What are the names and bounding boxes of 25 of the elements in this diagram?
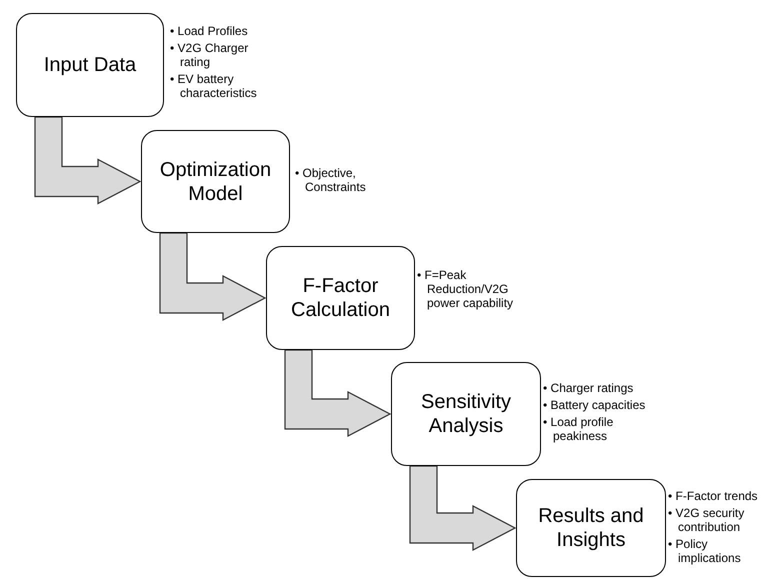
block-arrow (159, 232, 266, 321)
bullet-item: • Objective, Constraints (295, 166, 367, 194)
box-title: Sensitivity Analysis (420, 390, 512, 438)
process-box (266, 246, 415, 350)
block-arrow (284, 349, 392, 437)
box-title: Input Data (44, 53, 136, 77)
block-arrow (409, 465, 516, 551)
bullet-item: • EV battery characteristics (170, 72, 258, 100)
bullet-item: • Load Profiles (170, 24, 249, 38)
box-title: Optimization Model (158, 158, 272, 206)
bullet-item: • F-Factor trends (668, 489, 759, 503)
bullet-item: • Battery capacities (543, 398, 646, 412)
process-box (516, 479, 666, 577)
block-arrow (34, 116, 142, 204)
bullet-item: • Load profile peakiness (543, 415, 614, 443)
box-title: Results and Insights (537, 504, 645, 552)
bullet-item: • F=Peak Reduction/V2G power capability (417, 268, 514, 310)
process-box (141, 130, 290, 233)
bullet-item: • V2G security contribution (668, 506, 746, 534)
bullet-item: • Policy implications (668, 537, 742, 565)
process-box (391, 362, 541, 466)
box-title: F-Factor Calculation (290, 274, 391, 322)
bullet-item: • Charger ratings (543, 381, 634, 395)
bullet-item: • V2G Charger rating (170, 41, 250, 69)
process-box (16, 13, 164, 117)
